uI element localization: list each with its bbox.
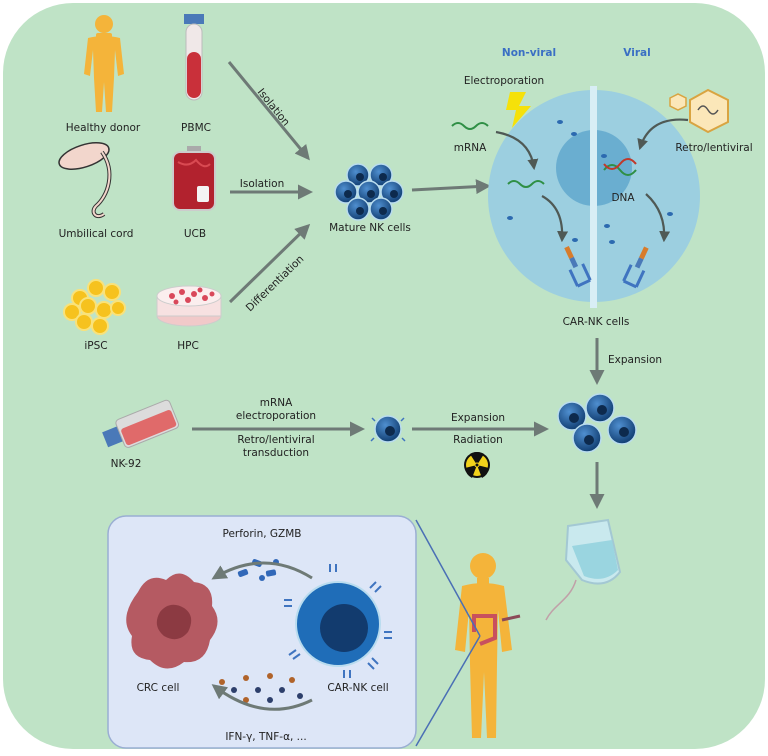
mrna-label: mRNA — [454, 142, 487, 154]
electroporation-label: Electroporation — [464, 75, 544, 87]
pbmc-tube-icon — [184, 14, 204, 101]
retro-lentiviral-label: Retro/lentiviral — [675, 142, 752, 154]
nk92-flask-icon — [102, 399, 180, 448]
perforin-label: Perforin, GZMB — [222, 528, 301, 540]
dna-label: DNA — [611, 192, 635, 204]
mechanism-inset-panel — [107, 515, 417, 749]
crc-nucleus-icon — [156, 604, 192, 640]
pbmc-label: PBMC — [181, 122, 211, 134]
hpc-culture-dish-icon — [156, 285, 222, 327]
car-nk92-cell-icon — [370, 415, 406, 443]
expanded-car-nk-nuclei — [569, 405, 629, 445]
inset-connector-top — [415, 519, 481, 637]
umbilical-cord-icon — [58, 142, 112, 219]
ipsc-label: iPSC — [84, 340, 107, 352]
mrna-inner-strand-icon — [507, 180, 545, 188]
mrna-entry-arrow — [495, 130, 539, 171]
ipsc-cells-icon — [63, 279, 126, 335]
healthy-donor-label: Healthy donor — [66, 122, 141, 134]
mature-nk-label: Mature NK cells — [329, 222, 411, 234]
mrna-strand-icon — [451, 122, 489, 130]
dna-helix-icon — [603, 158, 637, 176]
nk92-retro-line1: Retro/lentiviral — [237, 434, 314, 446]
dna-to-car-arrow — [645, 193, 671, 243]
isolation-arrow-1 — [227, 61, 310, 161]
car-nk-cell-label: CAR-NK cell — [327, 682, 388, 694]
car-receptor-icon-right — [622, 246, 649, 289]
lightning-bolt-icon — [506, 92, 531, 128]
non-viral-label: Non-viral — [502, 47, 556, 59]
differentiation-arrow — [228, 223, 311, 304]
infusion-bag-icon — [545, 518, 622, 621]
viral-label: Viral — [623, 47, 650, 59]
umbilical-cord-label: Umbilical cord — [59, 228, 134, 240]
nk92-expansion-label: Expansion — [451, 412, 505, 424]
virus-entry-arrow — [637, 118, 689, 151]
crc-cell-label: CRC cell — [137, 682, 180, 694]
colon-icon — [472, 614, 497, 646]
hpc-label: HPC — [177, 340, 199, 352]
cytokine-arrow — [211, 684, 313, 711]
cytokine-particles-icon — [219, 673, 303, 703]
ucb-label: UCB — [184, 228, 206, 240]
cytokines-label: IFN-γ, TNF-α, ... — [225, 731, 306, 743]
mature-nk-cells-icon — [334, 163, 404, 221]
infusion-line-icon — [501, 614, 521, 622]
mature-to-car-arrow — [411, 179, 491, 195]
patient-figure-icon — [455, 553, 512, 738]
car-nk-cells-label: CAR-NK cells — [563, 316, 630, 328]
inset-connector-bottom — [415, 635, 481, 747]
car-nk-cell-large-icon — [295, 581, 381, 667]
car-receptor-icon-left — [564, 246, 592, 288]
healthy-donor-icon — [84, 15, 124, 112]
isolation-label-2: Isolation — [240, 178, 284, 190]
car-nk-receptors — [284, 564, 392, 678]
ucb-blood-bag-icon — [172, 146, 216, 211]
retrovirus-icon — [669, 88, 729, 134]
nk92-radiation-label: Radiation — [453, 434, 503, 446]
nk92-retro-line2: transduction — [243, 447, 309, 459]
mrna-to-car-arrow — [541, 195, 569, 243]
radiation-hazard-icon — [464, 451, 490, 478]
expansion-label-top: Expansion — [608, 354, 662, 366]
nk92-label: NK-92 — [111, 458, 142, 470]
cell-particles — [507, 120, 673, 244]
nk92-mrna-line1: mRNA — [260, 397, 293, 409]
nk92-mrna-line2: electroporation — [236, 410, 316, 422]
perforin-arrow — [211, 561, 313, 580]
